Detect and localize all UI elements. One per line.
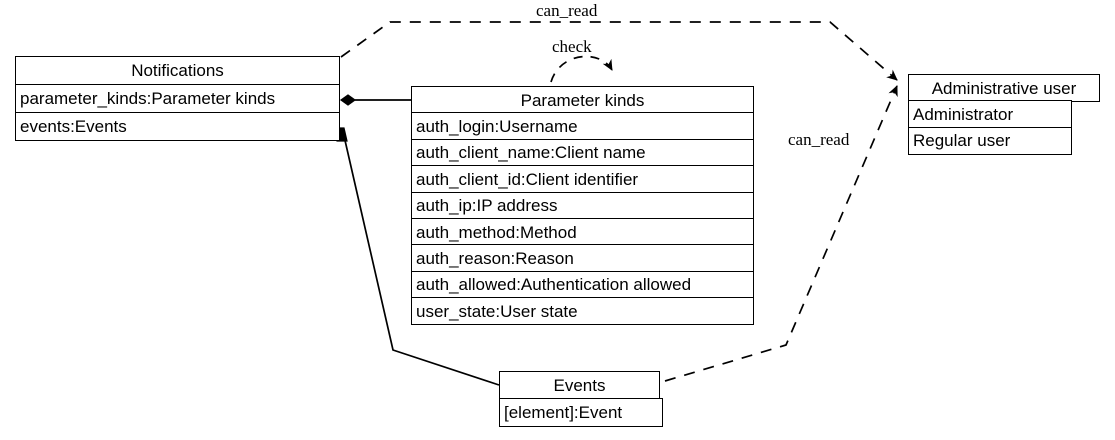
class-title-parameter-kinds: Parameter kinds — [411, 86, 754, 114]
class-attribute-row: auth_client_id:Client identifier — [411, 165, 754, 194]
class-title-notifications: Notifications — [15, 56, 340, 86]
edge-notifications-parameter-kinds — [339, 94, 411, 106]
class-attribute-row: auth_client_name:Client name — [411, 138, 754, 167]
class-attribute-row: events:Events — [15, 111, 340, 142]
class-attribute-row: auth_ip:IP address — [411, 191, 754, 220]
class-attribute-row: Administrator — [908, 100, 1072, 129]
class-attribute-row: parameter_kinds:Parameter kinds — [15, 83, 340, 114]
class-node-parameter-kinds[interactable]: Parameter kinds auth_login:Username auth… — [411, 86, 754, 326]
edge-label-can-read-right: can_read — [788, 130, 850, 149]
class-attribute-row: auth_allowed:Authentication allowed — [411, 270, 754, 299]
edge-check — [550, 55, 613, 83]
edge-label-check: check — [552, 37, 592, 56]
edge-label-can-read-top: can_read — [536, 1, 598, 20]
class-node-events[interactable]: Events [element]:Event — [499, 371, 663, 428]
class-attribute-row: Regular user — [908, 126, 1072, 155]
class-attribute-row: auth_reason:Reason — [411, 244, 754, 273]
composition-diamond-icon — [339, 94, 357, 106]
class-title-administrative-user: Administrative user — [908, 74, 1100, 102]
class-attribute-row: [element]:Event — [499, 398, 663, 428]
class-attribute-row: auth_method:Method — [411, 218, 754, 247]
class-node-administrative-user[interactable]: Administrative user Administrator Regula… — [908, 74, 1100, 155]
class-title-events: Events — [499, 371, 660, 400]
class-node-notifications[interactable]: Notifications parameter_kinds:Parameter … — [15, 56, 340, 142]
class-attribute-row: user_state:User state — [411, 297, 754, 326]
class-attribute-row: auth_login:Username — [411, 112, 754, 141]
edge-can-read-top — [340, 21, 898, 81]
